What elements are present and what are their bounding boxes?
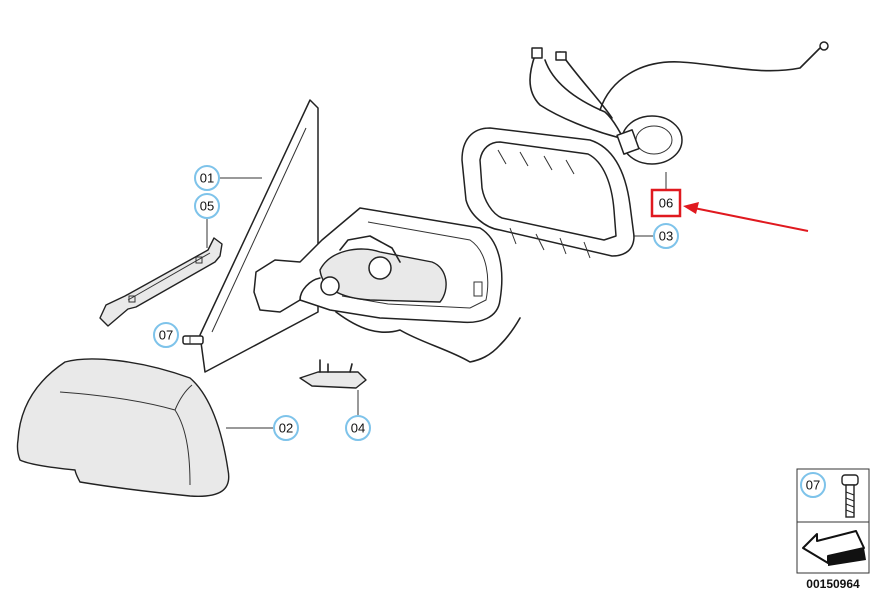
document-number: 00150964 — [806, 577, 860, 591]
callout-06-highlight[interactable]: 06 — [650, 188, 682, 218]
callout-07[interactable]: 07 — [153, 322, 179, 348]
callout-03-label: 03 — [659, 229, 673, 244]
part-mirror-glass — [199, 99, 319, 373]
leader-lines — [206, 172, 667, 429]
part-clip — [299, 359, 367, 389]
legend-callout-07[interactable]: 07 — [800, 472, 826, 498]
part-screw-glass — [182, 335, 204, 345]
red-pointer-arrow-icon — [683, 202, 809, 232]
legend-callout-07-label: 07 — [806, 478, 820, 493]
callout-01-label: 01 — [200, 171, 214, 186]
callout-07-label: 07 — [159, 328, 173, 343]
screw-icon — [841, 474, 859, 518]
part-mirror-cap — [16, 358, 230, 497]
part-housing-frame — [461, 127, 635, 259]
callout-03[interactable]: 03 — [653, 223, 679, 249]
callout-06-label: 06 — [659, 196, 673, 211]
callout-04[interactable]: 04 — [345, 415, 371, 441]
callout-01[interactable]: 01 — [194, 165, 220, 191]
callout-04-label: 04 — [351, 421, 365, 436]
part-bracket-strip — [99, 237, 223, 327]
callout-05-label: 05 — [200, 199, 214, 214]
part-mirror-base — [253, 207, 521, 363]
callout-05[interactable]: 05 — [194, 193, 220, 219]
part-wiring-harness — [529, 41, 829, 165]
callout-02-label: 02 — [279, 421, 293, 436]
callout-02[interactable]: 02 — [273, 415, 299, 441]
next-page-arrow-icon[interactable] — [802, 530, 866, 566]
legend-box: 07 — [796, 468, 870, 574]
